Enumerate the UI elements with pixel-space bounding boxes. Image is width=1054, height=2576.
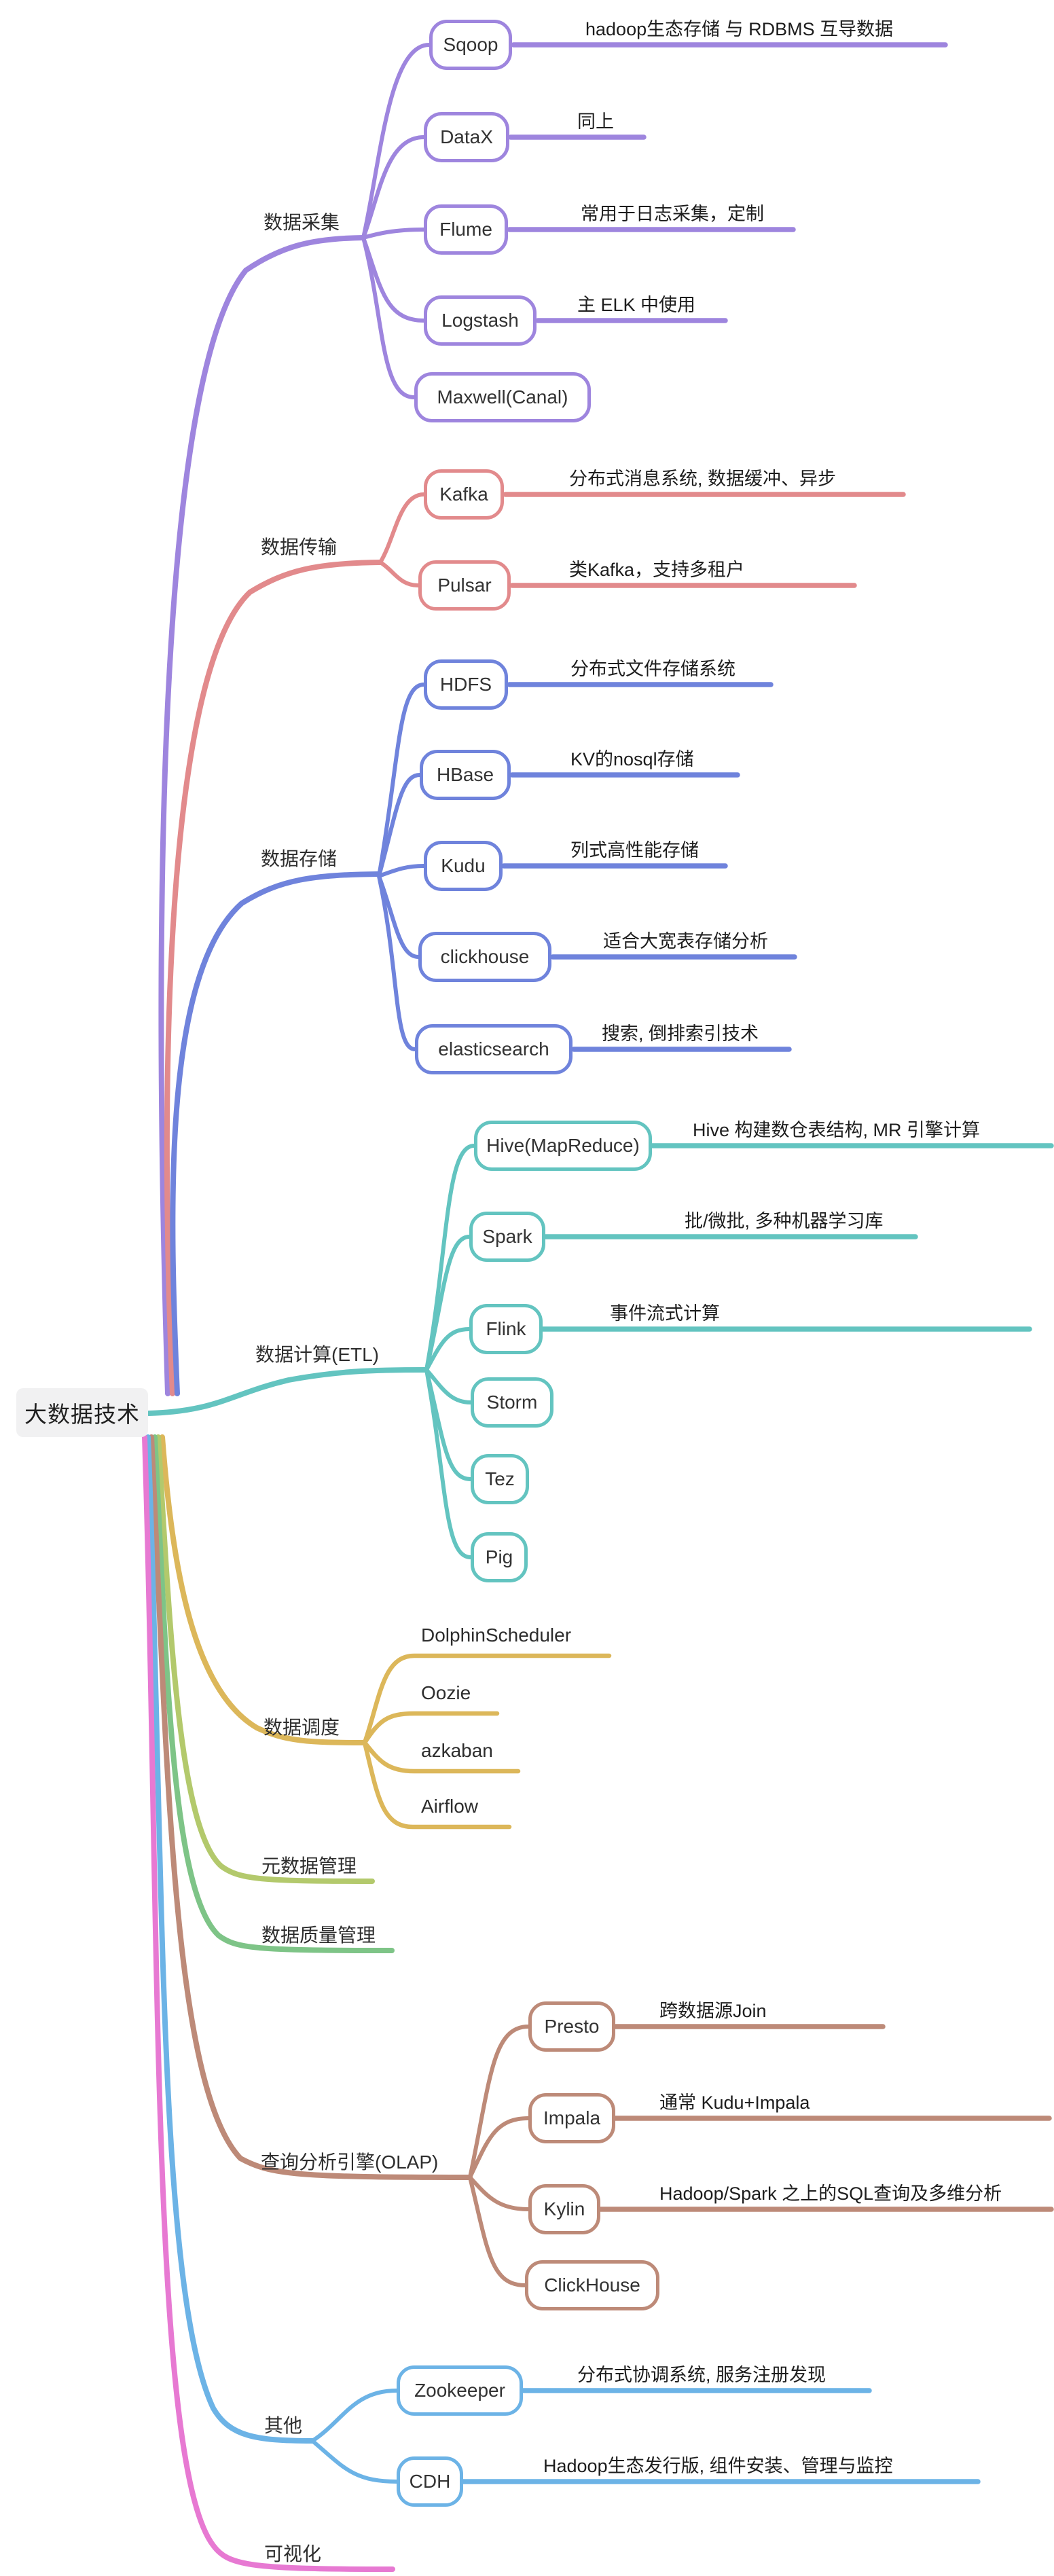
node-clickhouse-olap[interactable]: ClickHouse [525,2260,659,2310]
note-kafka[interactable]: 分布式消息系统, 数据缓冲、异步 [569,469,837,489]
note-elasticsearch[interactable]: 搜索, 倒排索引技术 [602,1023,759,1044]
connector-airflow [362,1740,512,1830]
connector-dolphinscheduler [362,1653,612,1745]
node-datax[interactable]: DataX [424,112,509,162]
node-presto[interactable]: Presto [528,2001,615,2052]
note-impala[interactable]: 通常 Kudu+Impala [659,2092,810,2113]
node-dolphinscheduler[interactable]: DolphinScheduler [421,1625,572,1646]
connector-spark [424,1235,471,1372]
note-sqoop[interactable]: hadoop生态存储 与 RDBMS 互导数据 [585,19,894,39]
node-logstash[interactable]: Logstash [424,295,537,346]
connector-sqoop [361,43,431,240]
branch-label-data-storage[interactable]: 数据存储 [261,848,338,869]
trunk-data-scheduling [160,1434,367,1745]
connector-kylin [468,2175,530,2211]
node-sqoop[interactable]: Sqoop [429,20,512,70]
connector-kafka [378,492,426,564]
note-kudu[interactable]: 列式高性能存储 [570,840,699,860]
connector-pig [424,1368,473,1559]
branch-label-data-transport[interactable]: 数据传输 [261,537,338,558]
note-kylin[interactable]: Hadoop/Spark 之上的SQL查询及多维分析 [659,2183,1002,2204]
connector-clickhouse-storage [377,874,420,959]
note-flink[interactable]: 事件流式计算 [610,1303,720,1324]
connector-hdfs [377,683,426,878]
branch-label-metadata-management[interactable]: 元数据管理 [261,1855,357,1876]
node-hdfs[interactable]: HDFS [424,659,508,710]
note-zookeeper[interactable]: 分布式协调系统, 服务注册发现 [577,2365,826,2385]
node-tez[interactable]: Tez [471,1454,529,1504]
connector-datax [361,135,426,240]
connector-oozie [362,1711,500,1745]
node-cdh[interactable]: CDH [397,2456,463,2507]
connector-maxwell [361,236,416,399]
connector-elasticsearch [377,874,417,1051]
branch-label-data-scheduling[interactable]: 数据调度 [264,1717,340,1738]
branch-label-visualization[interactable]: 可视化 [264,2543,322,2564]
connector-kudu [377,864,426,878]
node-zookeeper[interactable]: Zookeeper [397,2365,523,2416]
node-storm[interactable]: Storm [471,1377,553,1428]
trunk-data-transport [164,560,383,1396]
connector-zookeeper [310,2389,399,2443]
connector-hive [424,1144,476,1372]
connector-flink [424,1327,471,1372]
note-cdh[interactable]: Hadoop生态发行版, 组件安装、管理与监控 [543,2456,893,2476]
trunk-others [145,1434,315,2444]
connector-cdh [310,2439,399,2484]
note-spark[interactable]: 批/微批, 多种机器学习库 [685,1211,884,1231]
note-logstash[interactable]: 主 ELK 中使用 [577,295,696,315]
trunk-data-storage [170,871,382,1396]
node-azkaban[interactable]: azkaban [421,1740,493,1761]
connector-storm [424,1368,473,1404]
node-kylin[interactable]: Kylin [528,2184,600,2234]
note-datax[interactable]: 同上 [577,111,614,132]
node-flume[interactable]: Flume [424,204,508,255]
node-maxwell-canal[interactable]: Maxwell(Canal) [414,372,591,422]
node-spark[interactable]: Spark [469,1212,545,1262]
trunk-olap-query-engine [149,1434,473,2180]
branch-label-data-collection[interactable]: 数据采集 [264,212,340,233]
node-airflow[interactable]: Airflow [421,1796,479,1817]
connector-presto [468,2025,530,2179]
note-pulsar[interactable]: 类Kafka，支持多租户 [569,560,745,580]
note-hdfs[interactable]: 分布式文件存储系统 [570,659,735,679]
trunk-visualization [142,1434,395,2572]
note-hbase[interactable]: KV的nosql存储 [570,749,694,769]
note-flume[interactable]: 常用于日志采集，定制 [581,204,764,224]
branch-label-olap-query-engine[interactable]: 查询分析引擎(OLAP) [261,2152,439,2173]
node-flink[interactable]: Flink [469,1304,543,1354]
trunk-data-quality-management [152,1434,395,1953]
node-impala[interactable]: Impala [528,2093,615,2143]
connector-impala [468,2116,530,2179]
note-presto[interactable]: 跨数据源Join [659,2001,767,2021]
note-clickhouse-storage[interactable]: 适合大宽表存储分析 [603,931,768,951]
connector-clickhouse-olap [468,2175,527,2287]
branch-label-data-quality-management[interactable]: 数据质量管理 [261,1925,376,1946]
node-pig[interactable]: Pig [471,1532,528,1582]
node-clickhouse-storage[interactable]: clickhouse [418,932,551,982]
node-hive-mapreduce[interactable]: Hive(MapReduce) [474,1121,652,1171]
node-hbase[interactable]: HBase [420,750,511,800]
connector-flume [361,228,426,240]
trunk-data-compute-etl [146,1367,429,1416]
node-elasticsearch[interactable]: elasticsearch [415,1024,573,1074]
branch-label-others[interactable]: 其他 [264,2415,303,2436]
branch-label-data-compute-etl[interactable]: 数据计算(ETL) [255,1344,380,1365]
connector-pulsar [378,560,420,587]
root-topic[interactable]: 大数据技术 [16,1388,148,1437]
node-kafka[interactable]: Kafka [424,469,504,520]
node-pulsar[interactable]: Pulsar [418,560,511,611]
trunk-metadata-management [156,1434,375,1884]
connector-azkaban [362,1740,521,1774]
node-kudu[interactable]: Kudu [424,841,503,891]
node-oozie[interactable]: Oozie [421,1682,471,1703]
connector-hbase [377,773,422,878]
trunk-data-collection [158,235,366,1396]
note-hive-mapreduce[interactable]: Hive 构建数仓表结构, MR 引擎计算 [693,1120,981,1140]
